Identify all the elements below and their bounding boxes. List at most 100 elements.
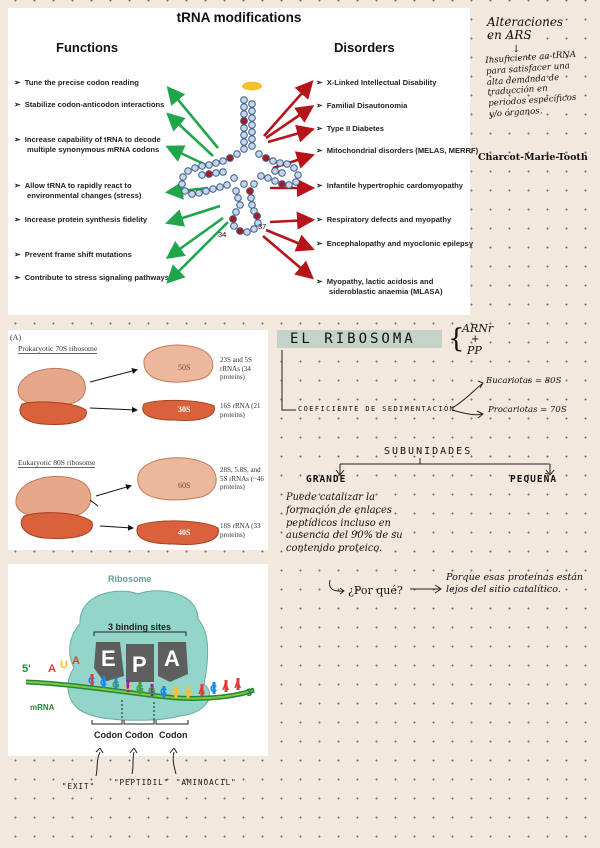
coef-sedimentacion: COEFICIENTE DE SEDIMENTACIÓN [298, 405, 456, 413]
euk-whole-large [15, 475, 92, 518]
euk-small [136, 520, 219, 545]
functions-heading: Functions [56, 40, 119, 55]
disorder-item: ➢Familial Disautonomia [316, 101, 408, 110]
function-item: ➢Increase protein synthesis fidelity [14, 215, 148, 224]
eucariotas: Eucariotas = 80S [486, 376, 562, 386]
binding-sites-figure: Ribosome E P A [8, 564, 268, 756]
procariotas: Procariotas = 70S [488, 405, 567, 415]
arnr: ARNr [462, 322, 494, 335]
function-item: ➢Allow tRNA to rapidly react to environm… [14, 181, 142, 200]
prok-small-desc: 16S rRNA (21 proteins) [220, 402, 261, 419]
prok-large-desc: 23S and 5S rRNAs (34 proteins) [220, 356, 252, 381]
prok-large-label: 50S [178, 363, 190, 372]
trna-diagram: 34 37 [164, 80, 316, 284]
ribosoma-title: EL RIBOSOMA [290, 331, 416, 347]
mrna-base: U [172, 688, 179, 699]
site-a [158, 642, 188, 682]
five-prime: 5' [22, 663, 31, 675]
mrna-base: C [210, 684, 217, 695]
mrna-base: G [136, 684, 144, 695]
disorder-item: ➢Mitochondrial disorders (MELAS, MERRF) [316, 146, 479, 155]
note-exit: "EXIT" [62, 782, 96, 791]
mrna-base: C [160, 687, 167, 698]
coef-connector [281, 350, 484, 419]
note-aminoacil: "AMINOACIL" [176, 778, 237, 787]
site-e [94, 642, 124, 682]
pequena: PEQUEÑA [510, 474, 558, 485]
note-insuficiente: Insuficiente aa-tRNA para satisfacer una… [485, 49, 577, 120]
mrna-base: U [124, 682, 131, 693]
euk-small-desc: 18S rRNA (33 proteins) [220, 522, 261, 539]
disorder-item: ➢Encephalopathy and myoclonic epilepsy [316, 239, 474, 248]
euk-whole-small [20, 512, 93, 539]
mrna-base: U [184, 688, 191, 699]
euk-heading: Eukaryotic 80S ribosome [18, 458, 96, 468]
euk-large-label: 60S [178, 481, 190, 490]
cca-end [242, 81, 262, 91]
prok-whole-large [17, 367, 86, 406]
position-34: 34 [218, 230, 226, 239]
function-item: ➢Tune the precise codon reading [14, 78, 139, 87]
note-alteraciones-title: Alteraciones en ARS [487, 15, 564, 42]
prok-small-label: 30S [178, 405, 191, 414]
disorder-item: ➢Type II Diabetes [316, 124, 384, 133]
por-que: ¿Por qué? [348, 584, 403, 597]
answer-arrow [410, 584, 442, 594]
prok-small [142, 399, 215, 421]
disorder-item: ➢Respiratory defects and myopathy [316, 215, 452, 224]
three-prime: 3' [246, 687, 255, 699]
site-blocks [94, 642, 188, 682]
mrna-base: C [88, 676, 95, 687]
subunidades-branch [335, 458, 555, 476]
function-item: ➢Stabilize codon-anticodon interactions [14, 100, 165, 109]
base-u: U [60, 659, 68, 671]
codon-label: Codon [159, 730, 188, 740]
disorder-item: ➢X-Linked Intellectual Disability [316, 78, 437, 87]
ribosoma-title-box [277, 330, 442, 348]
function-item: ➢Contribute to stress signaling pathways [14, 273, 170, 282]
ribosome-shapes: 50S 30S 60S 40S [15, 344, 219, 545]
trna-panel: tRNA modifications Functions Disorders ➢… [8, 8, 478, 315]
binding-title: Ribosome [108, 574, 152, 584]
mrna-base: A [222, 682, 229, 693]
note-peptidil: "PEPTIDIL" [114, 778, 170, 787]
note-cmt: Charcot-Marie-Tooth [478, 152, 588, 163]
disorders-heading: Disorders [334, 40, 395, 55]
base-a: A [48, 663, 56, 675]
base-a2: A [72, 655, 80, 667]
function-item: ➢Increase capability of tRNA to decode m… [14, 135, 161, 154]
euk-large-desc: 28S, 5.8S, and 5S rRNAs (~46 proteins) [220, 466, 264, 491]
sites-label: 3 binding sites [108, 622, 171, 632]
site-e-label: E [101, 646, 116, 671]
mrna-base: A [234, 680, 241, 691]
prok-large [143, 344, 214, 383]
euk-small-label: 40S [178, 528, 191, 537]
question-hook [329, 579, 345, 595]
position-37: 37 [258, 222, 266, 231]
plus: + [471, 334, 480, 345]
prok-heading: Prokaryotic 70S ribosome [18, 344, 98, 354]
site-p-label: P [132, 652, 147, 677]
codon-label: Codon [125, 730, 154, 740]
disorder-item: ➢Infantile hypertrophic cardomyopathy [316, 181, 463, 190]
note-arrow-down: ↓ [512, 44, 521, 55]
grande-text: Puede catalizar la formación de enlaces … [286, 492, 403, 555]
modified-nucleotides [205, 117, 286, 235]
ribosome-figure: (A) Prokaryotic 70S ribosome Eukaryotic … [8, 330, 268, 550]
mrna-base: G [148, 686, 156, 697]
disorder-item: ➢Myopathy, lactic acidosis and siderobla… [316, 277, 443, 296]
euk-large [137, 457, 217, 501]
subunidades: SUBUNIDADES [384, 446, 473, 457]
brace: { [448, 324, 465, 354]
codon-label: Codon [94, 730, 123, 740]
mrna-base: A [198, 686, 205, 697]
site-p [126, 644, 154, 682]
site-a-label: A [164, 646, 180, 671]
mrna-base: G [112, 680, 120, 691]
mrna-label: mRNA [30, 703, 55, 712]
pp: PP [467, 344, 482, 357]
panel-label: (A) [10, 333, 22, 342]
bottom-arrows [95, 748, 178, 777]
grande: GRANDE [306, 474, 347, 485]
function-item: ➢Prevent frame shift mutations [14, 250, 132, 259]
